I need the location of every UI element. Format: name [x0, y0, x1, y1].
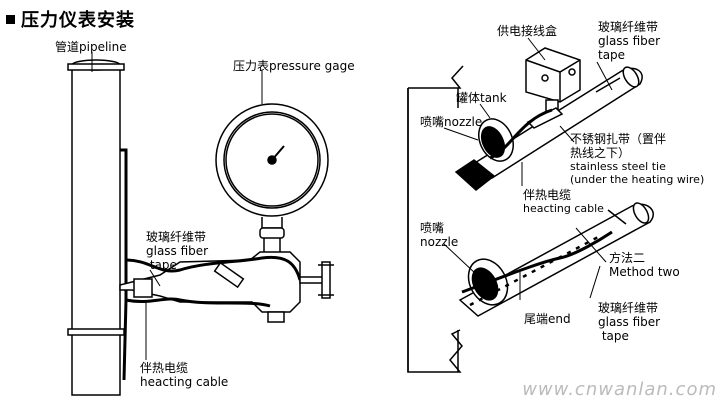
right-leader-lines	[443, 37, 613, 300]
label-heating-cable-en-r: heacting cable	[523, 202, 604, 215]
label-nozzle-2-en: nozzle	[420, 235, 459, 249]
pressure-gauge-drawing	[215, 103, 329, 262]
label-nozzle-1: 喷嘴nozzle	[420, 115, 483, 129]
label-tie-cn2: 热线之下）	[570, 146, 631, 160]
label-heating-cable-cn: 伴热电缆	[140, 361, 189, 375]
valve-assembly-drawing	[119, 251, 334, 323]
label-glass-fiber-en1: glass fiber	[146, 244, 209, 258]
label-glass-fiber-bot-en2: tape	[598, 329, 629, 343]
label-glass-fiber-top-cn: 玻璃纤维带	[598, 20, 659, 34]
page-title: 压力仪表安装	[6, 6, 135, 32]
label-tie-en1: stainless steel tie	[570, 160, 666, 173]
label-tie-cn1: 不锈钢扎带（置伴	[570, 132, 667, 146]
label-nozzle-2-cn: 喷嘴	[420, 221, 445, 235]
label-heating-cable-en: heacting cable	[140, 375, 229, 389]
watermark: www.cnwanlan.com	[522, 379, 717, 400]
label-tank: 罐体tank	[456, 91, 507, 105]
label-glass-fiber-bot-cn: 玻璃纤维带	[598, 301, 659, 315]
label-method-two-en: Method two	[609, 265, 680, 279]
label-pipeline: 管道pipeline	[55, 40, 127, 54]
left-leader-lines	[91, 52, 263, 360]
label-method-two-cn: 方法二	[609, 251, 646, 265]
label-glass-fiber-top-en1: glass fiber	[598, 34, 661, 48]
label-glass-fiber-cn: 玻璃纤维带	[146, 230, 207, 244]
label-end: 尾端end	[524, 312, 571, 326]
label-pressure-gage: 压力表pressure gage	[233, 59, 355, 73]
label-junction-box: 供电接线盒	[497, 24, 558, 38]
title-text: 压力仪表安装	[21, 10, 135, 31]
label-glass-fiber-en2: tape	[146, 258, 177, 272]
lower-pipe-drawing	[458, 202, 654, 317]
upper-pipe-drawing	[454, 66, 643, 191]
label-glass-fiber-top-en2: tape	[598, 48, 626, 62]
label-heating-cable-cn-r: 伴热电缆	[523, 188, 572, 202]
label-tie-en2: (under the heating wire)	[570, 173, 705, 186]
label-glass-fiber-bot-en1: glass fiber	[598, 315, 661, 329]
tank-section-frame	[407, 65, 464, 373]
bullet-square-icon	[6, 14, 15, 24]
pipeline-drawing	[67, 59, 128, 396]
